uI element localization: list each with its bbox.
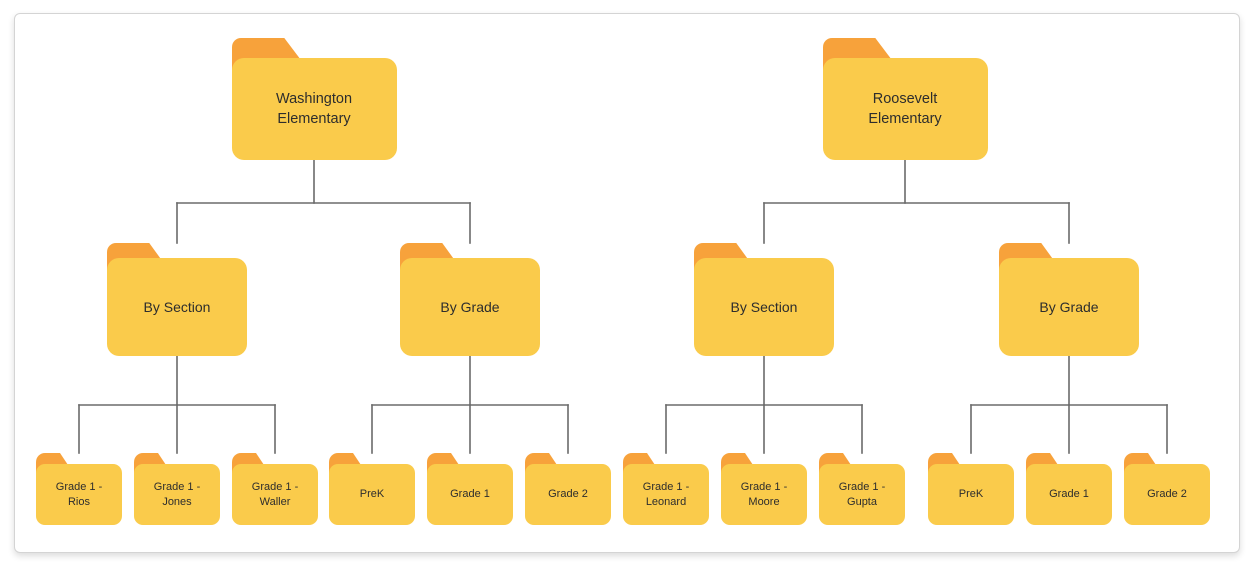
folder-label: Washington Elementary bbox=[275, 91, 353, 127]
folder-body: Grade 1 - Gupta bbox=[819, 464, 905, 525]
folder-roosevelt-elementary: Roosevelt Elementary bbox=[822, 38, 988, 160]
folder-grade-1-waller: Grade 1 - Waller bbox=[232, 453, 318, 525]
folder-body: Grade 2 bbox=[1124, 464, 1210, 525]
folder-body: Washington Elementary bbox=[231, 58, 397, 160]
folder-prek: PreK bbox=[329, 453, 415, 525]
folder-by-section: By Section bbox=[107, 243, 247, 356]
folder-body: By Grade bbox=[400, 258, 540, 356]
folder-grade-1-rios: Grade 1 - Rios bbox=[36, 453, 122, 525]
folder-label: By Section bbox=[143, 298, 211, 315]
folder-label: By Grade bbox=[440, 298, 500, 315]
folder-label: Grade 1 - Gupta bbox=[838, 480, 886, 508]
folder-grade-1: Grade 1 bbox=[1026, 453, 1112, 525]
folder-label: Grade 1 - Waller bbox=[251, 480, 299, 508]
folder-grade-2: Grade 2 bbox=[525, 453, 611, 525]
folder-grade-2: Grade 2 bbox=[1124, 453, 1210, 525]
folder-washington-elementary: Washington Elementary bbox=[231, 38, 397, 160]
folder-label: Grade 1 bbox=[1049, 488, 1089, 501]
folder-label: Grade 1 - Moore bbox=[740, 480, 788, 508]
folder-body: By Grade bbox=[999, 258, 1139, 356]
folder-grade-1-jones: Grade 1 - Jones bbox=[134, 453, 220, 525]
folder-label: Grade 2 bbox=[548, 488, 588, 501]
folder-by-grade: By Grade bbox=[999, 243, 1139, 356]
folder-label: PreK bbox=[958, 488, 984, 501]
folder-body: Roosevelt Elementary bbox=[822, 58, 988, 160]
folder-body: Grade 1 - Moore bbox=[721, 464, 807, 525]
folder-body: Grade 1 bbox=[1026, 464, 1112, 525]
folder-grade-1-gupta: Grade 1 - Gupta bbox=[819, 453, 905, 525]
folder-body: Grade 1 - Rios bbox=[36, 464, 122, 525]
folder-label: Roosevelt Elementary bbox=[868, 91, 942, 127]
folder-label: By Section bbox=[730, 298, 798, 315]
folder-grade-1: Grade 1 bbox=[427, 453, 513, 525]
folder-body: By Section bbox=[694, 258, 834, 356]
folder-by-section: By Section bbox=[694, 243, 834, 356]
folder-label: Grade 1 bbox=[450, 488, 490, 501]
folder-body: Grade 2 bbox=[525, 464, 611, 525]
folder-label: PreK bbox=[359, 488, 385, 501]
folder-label: Grade 2 bbox=[1147, 488, 1187, 501]
folder-prek: PreK bbox=[928, 453, 1014, 525]
folder-body: PreK bbox=[329, 464, 415, 525]
folder-grade-1-moore: Grade 1 - Moore bbox=[721, 453, 807, 525]
folder-by-grade: By Grade bbox=[400, 243, 540, 356]
folder-body: Grade 1 - Waller bbox=[232, 464, 318, 525]
folder-label: By Grade bbox=[1039, 298, 1099, 315]
folder-body: Grade 1 bbox=[427, 464, 513, 525]
folder-body: By Section bbox=[107, 258, 247, 356]
folder-body: PreK bbox=[928, 464, 1014, 525]
folder-label: Grade 1 - Jones bbox=[153, 480, 201, 508]
folder-grade-1-leonard: Grade 1 - Leonard bbox=[623, 453, 709, 525]
folder-label: Grade 1 - Leonard bbox=[642, 480, 690, 508]
folder-body: Grade 1 - Jones bbox=[134, 464, 220, 525]
folder-label: Grade 1 - Rios bbox=[55, 480, 103, 508]
folder-body: Grade 1 - Leonard bbox=[623, 464, 709, 525]
